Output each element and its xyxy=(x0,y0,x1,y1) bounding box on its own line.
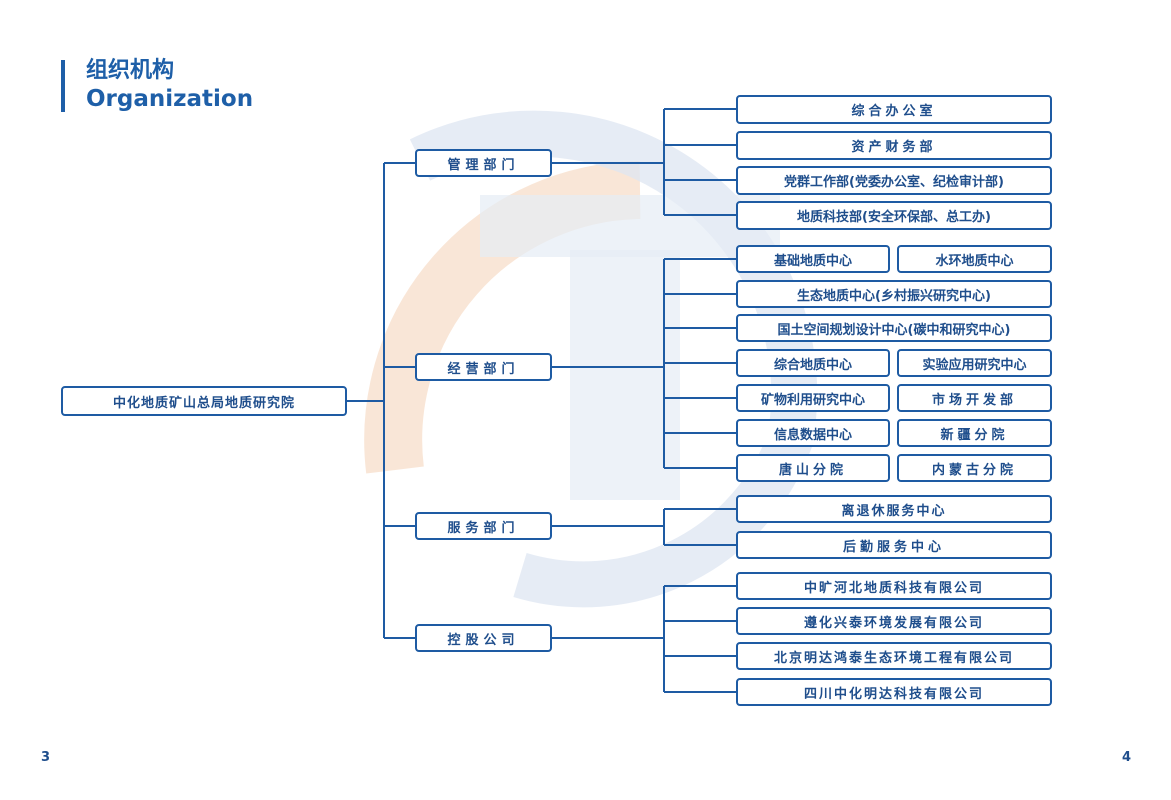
unit-party-work: 党群工作部(党委办公室、纪检审计部) xyxy=(736,166,1052,195)
unit-hydro-env-geology: 水环地质中心 xyxy=(897,245,1052,273)
unit-general-office: 综合办公室 xyxy=(736,95,1052,124)
page-title-cn: 组织机构 xyxy=(86,58,175,83)
unit-eco-geology: 生态地质中心(乡村振兴研究中心) xyxy=(736,280,1052,308)
unit-zhongkuang-hebei: 中旷河北地质科技有限公司 xyxy=(736,572,1052,600)
page-number-right: 4 xyxy=(1122,750,1132,765)
org-root: 中化地质矿山总局地质研究院 xyxy=(61,386,347,416)
unit-spatial-planning: 国土空间规划设计中心(碳中和研究中心) xyxy=(736,314,1052,342)
unit-asset-finance: 资产财务部 xyxy=(736,131,1052,160)
unit-info-data: 信息数据中心 xyxy=(736,419,890,447)
unit-sichuan-zhonghua: 四川中化明达科技有限公司 xyxy=(736,678,1052,706)
unit-comprehensive-geology: 综合地质中心 xyxy=(736,349,890,377)
dept-services: 服务部门 xyxy=(415,512,552,540)
dept-operations: 经营部门 xyxy=(415,353,552,381)
page-number-left: 3 xyxy=(41,750,51,765)
unit-mineral-utilization: 矿物利用研究中心 xyxy=(736,384,890,412)
dept-holdings: 控股公司 xyxy=(415,624,552,652)
unit-beijing-mingda: 北京明达鸿泰生态环境工程有限公司 xyxy=(736,642,1052,670)
unit-geo-tech: 地质科技部(安全环保部、总工办) xyxy=(736,201,1052,230)
unit-applied-research: 实验应用研究中心 xyxy=(897,349,1052,377)
unit-inner-mongolia-branch: 内蒙古分院 xyxy=(897,454,1052,482)
unit-basic-geology: 基础地质中心 xyxy=(736,245,890,273)
unit-retiree-services: 离退休服务中心 xyxy=(736,495,1052,523)
title-accent-bar xyxy=(61,60,65,112)
unit-xinjiang-branch: 新疆分院 xyxy=(897,419,1052,447)
page-title-en: Organization xyxy=(86,86,254,112)
dept-management: 管理部门 xyxy=(415,149,552,177)
unit-tangshan-branch: 唐山分院 xyxy=(736,454,890,482)
unit-zunhua-xingtai: 遵化兴泰环境发展有限公司 xyxy=(736,607,1052,635)
unit-market-dev: 市场开发部 xyxy=(897,384,1052,412)
unit-logistics-services: 后勤服务中心 xyxy=(736,531,1052,559)
